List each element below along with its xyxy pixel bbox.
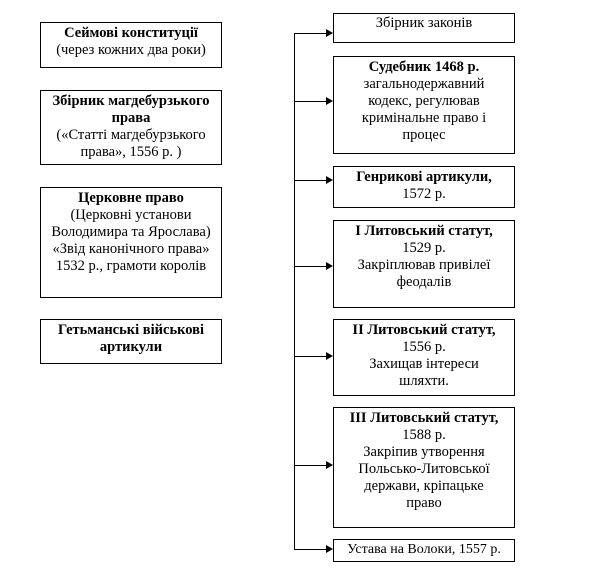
arrow-icon: [326, 545, 333, 553]
box-magdeburg-law: Збірник магдебурзького права («Статті ма…: [40, 90, 222, 165]
box-line: право: [406, 495, 442, 511]
box-line: Устава на Волоки, 1557 р.: [347, 542, 501, 557]
box-line: Захищав інтереси: [369, 356, 479, 372]
box-title: ІІ Литовський статут,: [352, 322, 496, 338]
arrow-icon: [326, 262, 333, 270]
connector-branch: [294, 180, 326, 181]
box-title: Гетьманські військові артикули: [57, 322, 205, 355]
connector-branch: [294, 465, 326, 466]
box-title: Сеймові конституції: [64, 25, 198, 41]
box-title: ІІІ Литовський статут,: [349, 410, 499, 426]
box-line: шляхти.: [399, 373, 449, 389]
box-title: Збірник магдебурзького права: [52, 93, 210, 126]
box-lytovskyi-statut-1: І Литовський статут, 1529 р. Закріплював…: [333, 220, 515, 308]
box-seimovi-konstytutsii: Сеймові конституції (через кожних два ро…: [40, 22, 222, 68]
arrow-icon: [326, 29, 333, 37]
box-ustava-na-voloky: Устава на Волоки, 1557 р.: [333, 539, 515, 562]
box-sudebnyk-1468: Судебник 1468 р. загальнодержавний кодек…: [333, 56, 515, 154]
box-line: (через кожних два роки): [56, 42, 206, 58]
box-line: (Церковні установи: [70, 207, 192, 223]
connector-branch: [294, 549, 326, 550]
box-line: Збірник законів: [375, 15, 473, 31]
box-henrykovi-artykuly: Генрикові артикули, 1572 р.: [333, 166, 515, 208]
box-lytovskyi-statut-3: ІІІ Литовський статут, 1588 р. Закріпив …: [333, 407, 515, 528]
box-line: права», 1556 р. ): [80, 144, 182, 160]
box-line: 1529 р.: [402, 240, 446, 256]
arrow-icon: [326, 97, 333, 105]
box-line: «Звід канонічного права»: [52, 241, 210, 257]
box-line: («Статті магдебурзького: [56, 127, 206, 143]
box-hetman-articles: Гетьманські військові артикули: [40, 319, 222, 364]
connector-spine: [294, 33, 295, 549]
box-title: Судебник 1468 р.: [368, 59, 480, 75]
box-line: процес: [402, 127, 446, 143]
connector-branch: [294, 356, 326, 357]
box-line: 1588 р.: [402, 427, 446, 443]
connector-branch: [294, 101, 326, 102]
box-line: 1572 р.: [402, 186, 446, 202]
box-title: І Литовський статут,: [355, 223, 493, 239]
connector-branch: [294, 266, 326, 267]
arrow-icon: [326, 461, 333, 469]
box-title: Церковне право: [78, 190, 184, 206]
box-title: Генрикові артикули,: [356, 169, 492, 185]
box-line: кодекс, регулював: [368, 93, 480, 109]
box-line: 1532 р., грамоти королів: [55, 258, 207, 274]
box-lytovskyi-statut-2: ІІ Литовський статут, 1556 р. Захищав ін…: [333, 319, 515, 396]
box-line: Володимира та Ярослава): [51, 224, 211, 240]
arrow-icon: [326, 352, 333, 360]
box-line: загальнодержавний: [363, 76, 485, 92]
box-line: держави, кріпацьке: [364, 478, 484, 494]
box-line: феодалів: [396, 274, 452, 290]
box-line: Закріплював привілеї: [357, 257, 491, 273]
box-line: Закріпив утворення: [363, 444, 485, 460]
box-line: кримінальне право і: [361, 110, 487, 126]
connector-branch: [294, 33, 326, 34]
box-zbirnyk-zakoniv: Збірник законів: [333, 13, 515, 43]
box-church-law: Церковне право (Церковні установи Володи…: [40, 187, 222, 298]
box-line: Польсько-Литовської: [358, 461, 490, 477]
box-line: 1556 р.: [402, 339, 446, 355]
arrow-icon: [326, 176, 333, 184]
